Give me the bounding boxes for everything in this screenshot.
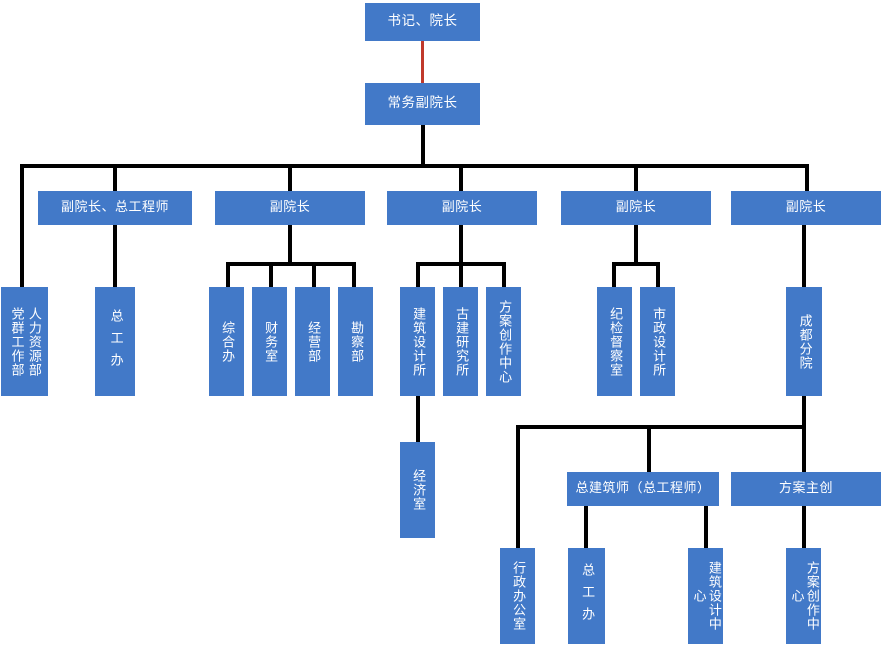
connector-vp3-drop-3 bbox=[502, 262, 506, 288]
node-secretary-president[interactable]: 书记、院长 bbox=[365, 3, 480, 41]
node-ancient-architecture-institute[interactable]: 古建研究所 bbox=[443, 287, 478, 396]
connector-vp3-stem bbox=[459, 225, 463, 265]
node-scheme-lead[interactable]: 方案主创 bbox=[731, 472, 881, 506]
node-administrative-office[interactable]: 行政办公室 bbox=[500, 548, 535, 644]
node-general-office[interactable]: 综合办 bbox=[209, 287, 244, 396]
node-vice-president-4[interactable]: 副院长 bbox=[561, 191, 711, 225]
connector-bus-drop-hr bbox=[20, 164, 24, 289]
connector-vp2-drop-4 bbox=[352, 262, 356, 288]
node-architectural-design-institute[interactable]: 建筑设计所 bbox=[400, 287, 435, 396]
connector-deputy-to-bus bbox=[421, 125, 425, 168]
connector-vp2-bus bbox=[226, 262, 356, 266]
connector-chengdu-drop-lead bbox=[802, 425, 806, 473]
connector-bus-drop-vp2 bbox=[288, 164, 292, 192]
connector-vp2-drop-2 bbox=[269, 262, 273, 288]
connector-arch-to-econ bbox=[416, 396, 420, 443]
connector-vp4-drop-1 bbox=[612, 262, 616, 288]
connector-vp2-drop-3 bbox=[312, 262, 316, 288]
connector-chief-to-deputy bbox=[421, 38, 424, 84]
node-finance-office[interactable]: 财务室 bbox=[252, 287, 287, 396]
connector-lead-to-planningcenter bbox=[802, 506, 806, 549]
node-chief-engineer-office[interactable]: 总工办 bbox=[95, 287, 135, 396]
connector-bus-drop-vp5 bbox=[805, 164, 809, 192]
connector-vp4-stem bbox=[634, 225, 638, 265]
connector-vp2-drop-1 bbox=[226, 262, 230, 288]
connector-vp3-drop-2 bbox=[459, 262, 463, 288]
connector-chengdu-drop-admin bbox=[516, 425, 520, 549]
connector-bus-drop-vp3 bbox=[459, 164, 463, 192]
connector-chengdu-bus bbox=[516, 425, 806, 429]
node-operations-dept[interactable]: 经营部 bbox=[295, 287, 330, 396]
connector-chiefarch-to-archcenter bbox=[704, 506, 708, 549]
node-party-affairs-label: 人力资源部 bbox=[25, 306, 41, 377]
connector-vp2-stem bbox=[288, 225, 292, 265]
node-hr-label: 党群工作部 bbox=[8, 306, 24, 377]
connector-vp1-to-zgb bbox=[113, 225, 117, 289]
node-chengdu-branch[interactable]: 成都分院 bbox=[786, 287, 822, 396]
connector-chiefarch-to-zgb bbox=[584, 506, 588, 549]
node-vice-president-2[interactable]: 副院长 bbox=[215, 191, 365, 225]
connector-vp4-bus bbox=[612, 262, 660, 266]
node-vp-chief-engineer[interactable]: 副院长、总工程师 bbox=[38, 191, 192, 225]
node-hr-and-party-affairs[interactable]: 党群工作部 人力资源部 bbox=[1, 287, 48, 396]
node-municipal-design-institute[interactable]: 市政设计所 bbox=[640, 287, 675, 396]
node-survey-dept[interactable]: 勘察部 bbox=[338, 287, 373, 396]
node-chief-engineer-office-chengdu[interactable]: 总工办 bbox=[568, 548, 605, 644]
connector-bus-drop-vp4 bbox=[634, 164, 638, 192]
node-executive-vice-president[interactable]: 常务副院长 bbox=[365, 83, 480, 125]
node-discipline-inspection-office[interactable]: 纪检督察室 bbox=[597, 287, 632, 396]
node-chief-architect[interactable]: 总建筑师（总工程师） bbox=[567, 472, 719, 506]
connector-vp4-drop-2 bbox=[656, 262, 660, 288]
node-vice-president-5[interactable]: 副院长 bbox=[731, 191, 881, 225]
connector-vp5-to-chengdu bbox=[802, 225, 806, 289]
connector-vp3-drop-1 bbox=[416, 262, 420, 288]
connector-chengdu-stem bbox=[802, 396, 806, 429]
connector-bus-drop-vp1 bbox=[113, 164, 117, 192]
connector-chengdu-drop-chiefarch bbox=[647, 425, 651, 473]
node-architectural-design-center[interactable]: 建筑设计中心 bbox=[688, 548, 723, 644]
node-scheme-creation-center-chengdu[interactable]: 方案创作中心 bbox=[786, 548, 821, 644]
node-economics-office[interactable]: 经济室 bbox=[400, 442, 435, 538]
connector-main-bus bbox=[20, 164, 809, 168]
node-scheme-creation-center[interactable]: 方案创作中心 bbox=[486, 287, 521, 396]
node-vice-president-3[interactable]: 副院长 bbox=[387, 191, 537, 225]
